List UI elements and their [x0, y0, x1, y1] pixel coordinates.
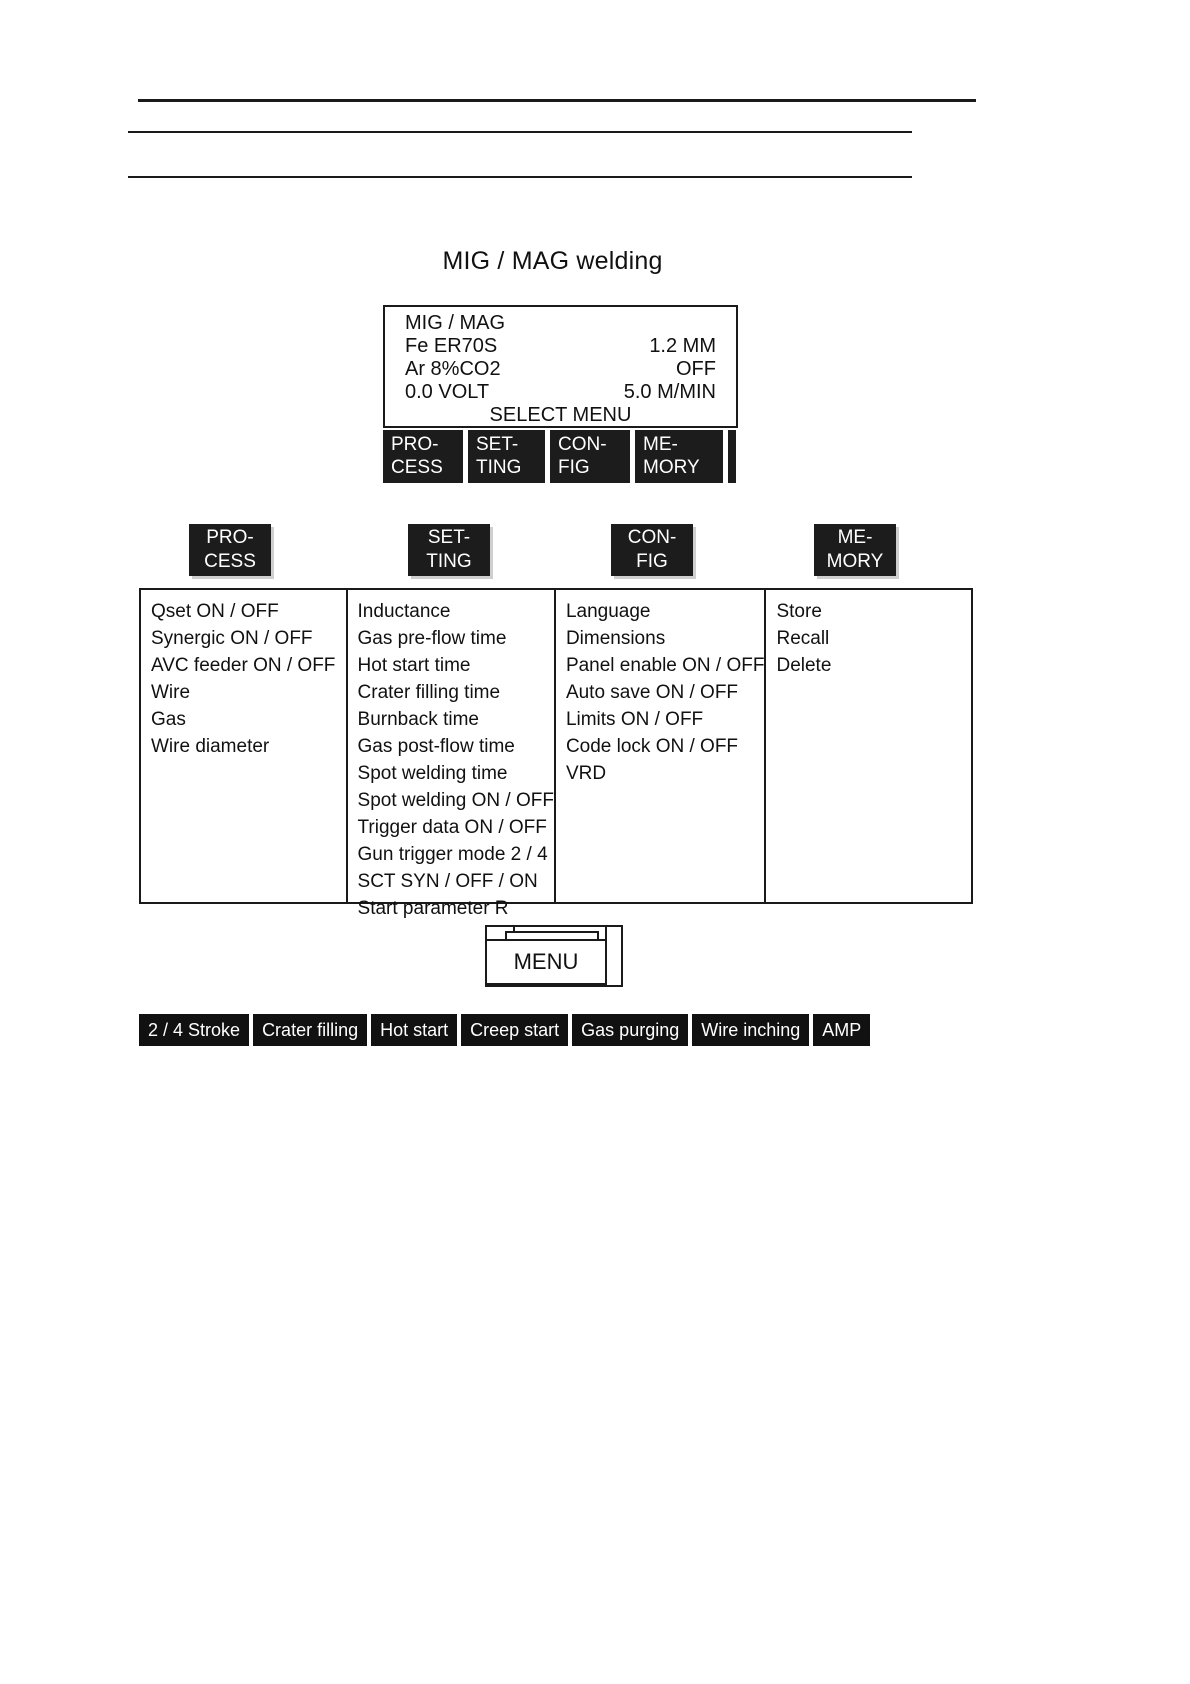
display-voltage: 0.0 VOLT — [405, 381, 490, 403]
menu-item[interactable]: Gas — [151, 709, 186, 730]
function-button-amp[interactable]: AMP — [813, 1014, 871, 1046]
page-title: MIG / MAG welding — [442, 247, 663, 275]
display-row-4: 0.0 VOLT 5.0 M/MIN — [395, 380, 726, 404]
function-button-gas-purging[interactable]: Gas purging — [572, 1014, 689, 1046]
stacked-cards-icon-front — [485, 939, 607, 985]
menu-item[interactable]: Trigger data ON / OFF — [357, 817, 547, 838]
menu-column-config: Language Dimensions Panel enable ON / OF… — [556, 590, 767, 902]
function-button-hot-start[interactable]: Hot start — [371, 1014, 458, 1046]
menu-item[interactable]: Crater filling time — [357, 682, 501, 703]
menu-column-process: Qset ON / OFF Synergic ON / OFF AVC feed… — [141, 590, 348, 902]
menu-item[interactable]: Dimensions — [565, 628, 666, 649]
softkey-config-line2: FIG — [558, 457, 590, 478]
softkey-config[interactable]: CON- FIG — [550, 430, 630, 483]
welder-display-panel: MIG / MAG Fe ER70S 1.2 MM Ar 8%CO2 OFF 0… — [383, 305, 738, 428]
header-rule-middle — [128, 131, 912, 133]
menu-item[interactable]: SCT SYN / OFF / ON — [357, 871, 538, 892]
display-row-3: Ar 8%CO2 OFF — [395, 357, 726, 381]
column-button-process-line2: CESS — [204, 551, 256, 572]
menu-item[interactable]: Recall — [776, 628, 830, 649]
menu-item[interactable]: Hot start time — [357, 655, 471, 676]
function-button-stroke[interactable]: 2 / 4 Stroke — [139, 1014, 250, 1046]
menu-item[interactable]: Store — [776, 601, 822, 622]
menu-item[interactable]: Code lock ON / OFF — [565, 736, 739, 757]
menu-item[interactable]: Spot welding time — [357, 763, 508, 784]
softkey-setting-line2: TING — [476, 457, 522, 478]
menu-item[interactable]: Start parameter R — [357, 898, 509, 919]
display-wire-diameter: 1.2 MM — [649, 335, 716, 357]
menu-item[interactable]: Limits ON / OFF — [565, 709, 704, 730]
display-gas-type: Ar 8%CO2 — [405, 358, 501, 380]
function-button-creep-start[interactable]: Creep start — [461, 1014, 569, 1046]
display-row-1: MIG / MAG — [395, 311, 726, 335]
menu-button-label: MENU — [513, 949, 579, 974]
softkey-process[interactable]: PRO- CESS — [383, 430, 463, 483]
menu-item[interactable]: Inductance — [357, 601, 451, 622]
menu-item[interactable]: Wire diameter — [151, 736, 270, 757]
display-softkey-strip: PRO- CESS SET- TING CON- FIG ME- MORY — [383, 430, 738, 483]
display-prompt: SELECT MENU — [489, 404, 632, 426]
column-button-memory-line1: ME- — [837, 527, 873, 548]
menu-item[interactable]: Qset ON / OFF — [151, 601, 279, 622]
column-button-config-line1: CON- — [627, 527, 677, 548]
display-row-1-left: MIG / MAG — [405, 312, 505, 334]
menu-item[interactable]: AVC feeder ON / OFF — [151, 655, 336, 676]
softkey-memory-line2: MORY — [643, 457, 700, 478]
menu-item[interactable]: VRD — [565, 763, 607, 784]
column-button-memory-line2: MORY — [826, 551, 884, 572]
display-gas-status: OFF — [676, 358, 716, 380]
menu-item[interactable]: Gun trigger mode 2 / 4 — [357, 844, 548, 865]
softkey-process-line2: CESS — [391, 457, 443, 478]
menu-structure-table: Qset ON / OFF Synergic ON / OFF AVC feed… — [139, 588, 973, 919]
function-button-bar: 2 / 4 Stroke Crater filling Hot start Cr… — [139, 1014, 871, 1046]
column-button-process[interactable]: PRO- CESS — [189, 524, 271, 576]
column-button-memory[interactable]: ME- MORY — [814, 524, 896, 576]
menu-item[interactable]: Auto save ON / OFF — [565, 682, 739, 703]
menu-column-memory: Store Recall Delete — [766, 590, 971, 902]
menu-column-setting: Inductance Gas pre-flow time Hot start t… — [348, 590, 556, 919]
softkey-memory[interactable]: ME- MORY — [635, 430, 723, 483]
softkey-process-line1: PRO- — [391, 434, 439, 455]
softkey-setting[interactable]: SET- TING — [468, 430, 545, 483]
display-wirespeed: 5.0 M/MIN — [623, 381, 716, 403]
softkey-memory-line1: ME- — [643, 434, 678, 455]
column-button-setting-line1: SET- — [427, 527, 471, 548]
column-button-config-line2: FIG — [636, 551, 668, 572]
header-rule-top — [138, 99, 976, 102]
menu-item[interactable]: Wire — [151, 682, 191, 703]
display-wire-type: Fe ER70S — [405, 335, 498, 357]
softkey-strip-edge — [728, 430, 736, 483]
softkey-config-line1: CON- — [558, 434, 607, 455]
menu-button-group[interactable]: MENU — [485, 925, 623, 987]
menu-item[interactable]: Spot welding ON / OFF — [357, 790, 554, 811]
menu-item[interactable]: Language — [565, 601, 651, 622]
column-button-process-line1: PRO- — [206, 527, 254, 548]
softkey-setting-line1: SET- — [476, 434, 519, 455]
function-button-crater-filling[interactable]: Crater filling — [253, 1014, 368, 1046]
column-button-config[interactable]: CON- FIG — [611, 524, 693, 576]
menu-item[interactable]: Delete — [776, 655, 832, 676]
menu-item[interactable]: Gas post-flow time — [357, 736, 515, 757]
menu-item[interactable]: Panel enable ON / OFF — [565, 655, 765, 676]
column-button-setting-line2: TING — [426, 551, 472, 572]
menu-item[interactable]: Burnback time — [357, 709, 479, 730]
menu-item[interactable]: Gas pre-flow time — [357, 628, 507, 649]
column-button-setting[interactable]: SET- TING — [408, 524, 490, 576]
menu-item[interactable]: Synergic ON / OFF — [151, 628, 313, 649]
function-button-wire-inching[interactable]: Wire inching — [692, 1014, 810, 1046]
header-rule-bottom — [128, 176, 912, 178]
display-row-2: Fe ER70S 1.2 MM — [395, 334, 726, 358]
